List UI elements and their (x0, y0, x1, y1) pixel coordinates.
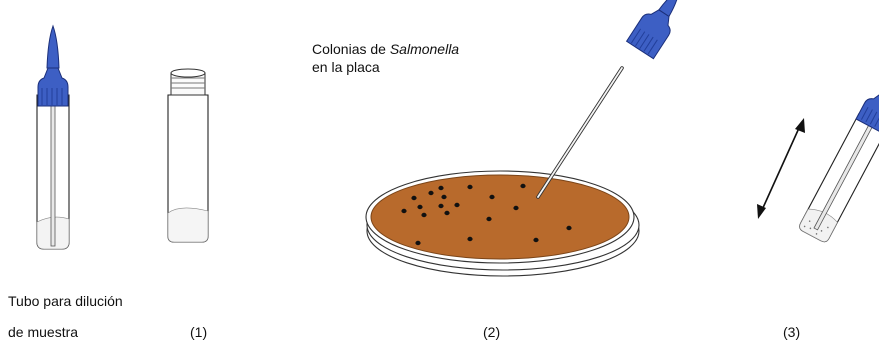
tube-caption-line2: de muestra (8, 324, 79, 340)
salmonella-colonies (401, 183, 572, 246)
step-label-3: (3) (783, 324, 801, 340)
swab-sampling-colony (536, 0, 680, 199)
dilution-tube-with-cap (36, 24, 70, 250)
double-arrow-icon (757, 118, 805, 219)
step-label-2: (2) (483, 324, 501, 340)
step-label-1: (1) (190, 324, 208, 340)
petri-dish (365, 170, 640, 277)
tube-caption-line1: Tubo para dilución (8, 293, 123, 309)
colonies-caption: Colonias de Salmonella (312, 41, 460, 57)
tilted-tube-mixing (799, 93, 879, 243)
colonies-caption-line2: en la placa (312, 59, 380, 75)
open-vial (167, 68, 209, 243)
